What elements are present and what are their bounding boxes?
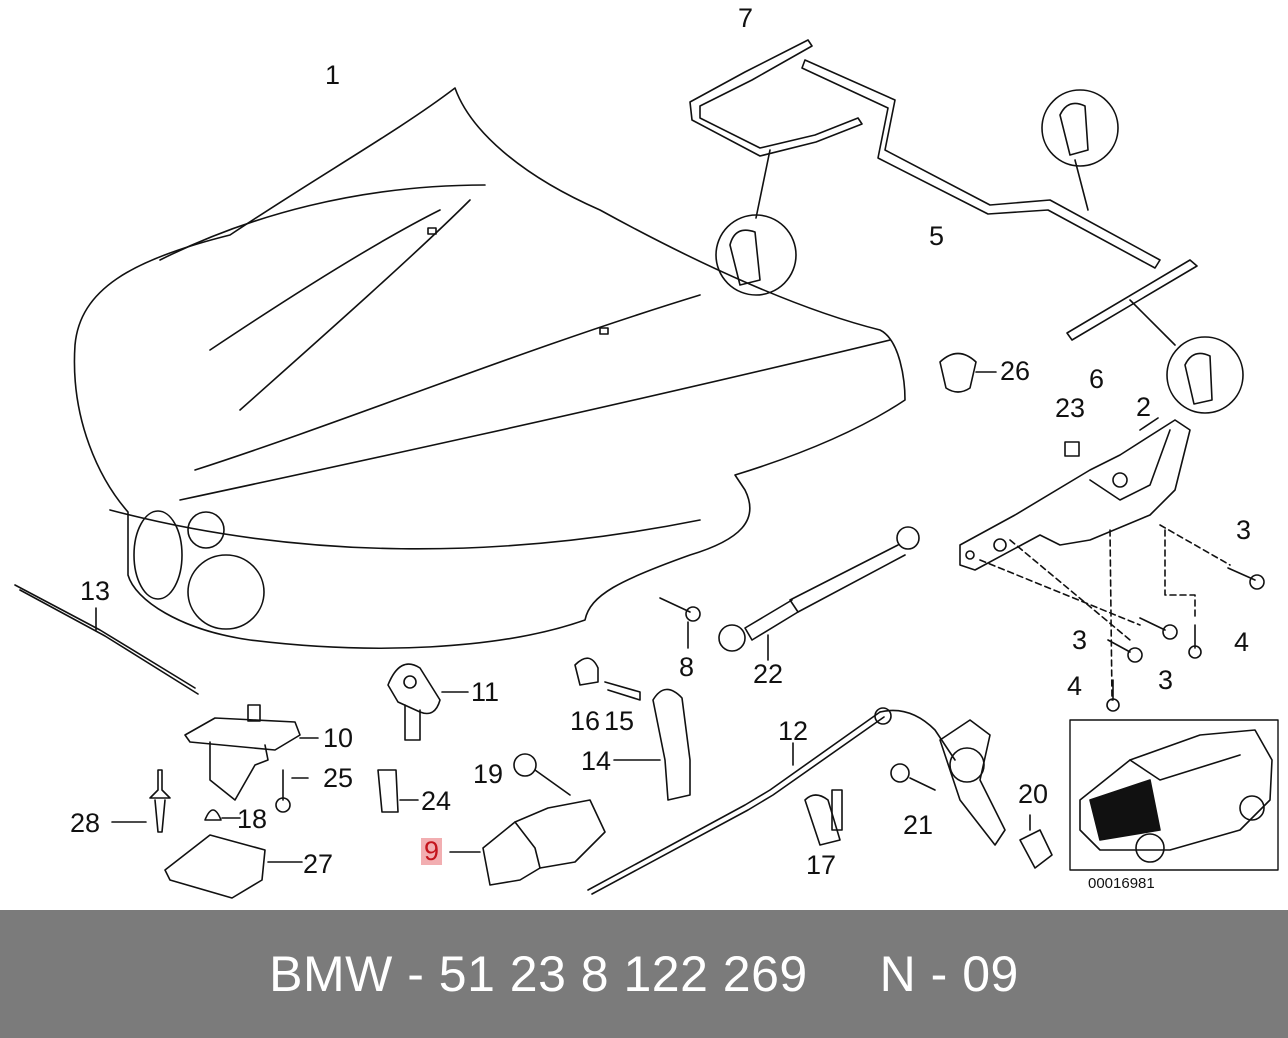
diagram-drawing <box>14 39 1279 899</box>
callout-3-c: 3 <box>1158 665 1174 695</box>
diagram-reference-number: 00016981 <box>1088 875 1155 892</box>
callout-27: 27 <box>303 849 334 879</box>
hood-panel <box>73 87 906 649</box>
callout-9-highlighted: 9 <box>421 838 443 865</box>
buffer-11-24-drawing <box>377 663 469 813</box>
callout-18: 18 <box>237 804 268 834</box>
callout-8: 8 <box>679 652 695 682</box>
cable-12-drawing <box>587 707 956 895</box>
callout-15: 15 <box>604 706 635 736</box>
cap-26-drawing <box>939 352 997 393</box>
callout-5: 5 <box>929 221 945 251</box>
callout-19: 19 <box>473 759 504 789</box>
lever-21-drawing <box>890 719 1053 869</box>
callout-4-a: 4 <box>1234 627 1250 657</box>
hinge-2-drawing <box>959 417 1231 701</box>
lock-9-drawing <box>449 753 606 886</box>
callout-12: 12 <box>778 716 809 746</box>
callout-1: 1 <box>325 60 341 90</box>
callout-21: 21 <box>903 810 934 840</box>
handle-14-drawing <box>574 657 691 801</box>
seal-13-drawing <box>14 584 199 695</box>
callout-7: 7 <box>738 3 754 33</box>
callout-23: 23 <box>1055 393 1086 423</box>
callout-24: 24 <box>421 786 452 816</box>
callout-6: 6 <box>1089 364 1105 394</box>
part-number-footer: BMW - 51 23 8 122 269 N - 09 <box>0 910 1288 1038</box>
callout-3-b: 3 <box>1072 625 1088 655</box>
callout-20: 20 <box>1018 779 1049 809</box>
callout-25: 25 <box>323 763 354 793</box>
lock-assembly-drawing <box>111 704 319 899</box>
callout-26: 26 <box>1000 356 1031 386</box>
parts-diagram: 1 2 3 3 3 4 4 5 6 7 8 9 10 11 12 13 14 1… <box>14 3 1279 899</box>
callout-10: 10 <box>323 723 354 753</box>
callout-3-a: 3 <box>1236 515 1252 545</box>
part-number-text: BMW - 51 23 8 122 269 N - 09 <box>269 946 1019 1002</box>
callout-2: 2 <box>1136 392 1152 422</box>
seal-7-drawing <box>689 39 863 296</box>
callout-11: 11 <box>471 677 500 707</box>
callout-14: 14 <box>581 746 612 776</box>
seal-6-drawing <box>1066 259 1244 414</box>
clip-17-drawing <box>804 789 843 846</box>
gas-strut-22-drawing <box>718 526 920 661</box>
callout-17: 17 <box>806 850 837 880</box>
callout-22: 22 <box>753 659 784 689</box>
callout-13: 13 <box>80 576 111 606</box>
nut-23-drawing <box>1064 441 1080 457</box>
vehicle-location-inset <box>1069 719 1279 871</box>
callout-16: 16 <box>570 706 601 736</box>
callout-4-b: 4 <box>1067 671 1083 701</box>
stud-8-drawing <box>659 597 701 649</box>
callout-28: 28 <box>70 808 101 838</box>
bolts-3-4-drawing <box>1106 567 1265 712</box>
seal-5-drawing <box>801 59 1161 269</box>
